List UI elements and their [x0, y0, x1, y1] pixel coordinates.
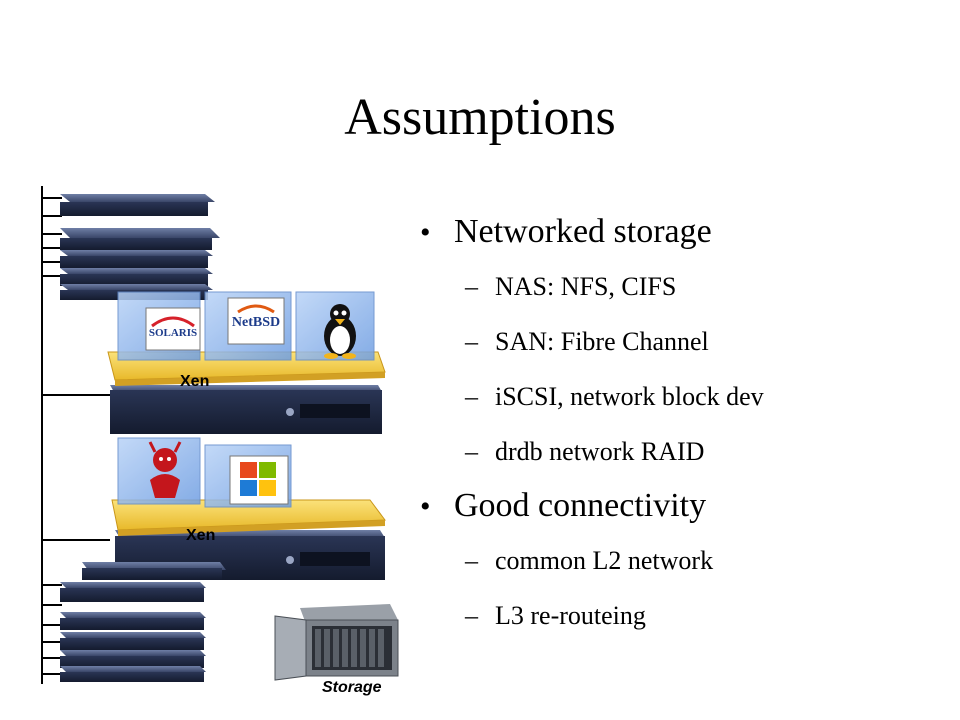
netbsd-logo-text: NetBSD	[232, 315, 280, 330]
bullet-item: •Good connectivity	[420, 479, 940, 533]
network-backbone	[41, 186, 110, 684]
sub-bullet-item: –L3 re-routeing	[420, 588, 940, 643]
bullet-text: Networked storage	[454, 213, 712, 250]
rack-server	[60, 268, 213, 286]
tux-penguin-icon	[324, 304, 356, 359]
sub-bullet-text: NAS: NFS, CIFS	[495, 272, 677, 301]
freebsd-daemon-icon	[148, 441, 182, 498]
sub-bullet-item: –common L2 network	[420, 533, 940, 588]
solaris-logo-text: SOLARIS	[149, 327, 197, 339]
xen-label: Xen	[186, 527, 215, 544]
rack-server	[60, 582, 206, 602]
sub-bullet-text: drdb network RAID	[495, 437, 705, 466]
storage-array	[274, 604, 399, 681]
rack-server	[60, 612, 206, 630]
storage-label: Storage	[322, 679, 382, 696]
xen-label: Xen	[180, 373, 209, 390]
rack-server	[82, 562, 226, 580]
sub-bullet-text: SAN: Fibre Channel	[495, 327, 709, 356]
xen-host-2: Xen	[111, 437, 386, 580]
slide-title: Assumptions	[344, 89, 616, 146]
vm-cube-linux	[295, 291, 375, 361]
rack-server	[60, 666, 206, 682]
rack-server	[60, 228, 220, 250]
rack-server	[60, 650, 206, 668]
bullet-item: •Networked storage	[420, 205, 940, 259]
sub-bullet-text: L3 re-routeing	[495, 601, 646, 630]
windows-logo-icon	[240, 462, 276, 496]
sub-bullet-item: –drdb network RAID	[420, 424, 940, 479]
xen-host-1: SOLARIS NetBSD Xen	[107, 291, 386, 434]
sub-bullet-item: –iSCSI, network block dev	[420, 369, 940, 424]
bullet-text: Good connectivity	[454, 487, 707, 524]
sub-bullet-item: –NAS: NFS, CIFS	[420, 259, 940, 314]
sub-bullet-text: iSCSI, network block dev	[495, 382, 764, 411]
rack-server	[60, 632, 206, 650]
vm-cube-solaris: SOLARIS	[117, 291, 201, 361]
vm-cube-freebsd	[117, 437, 201, 505]
bullet-list: •Networked storage –NAS: NFS, CIFS –SAN:…	[420, 205, 940, 643]
rack-server	[60, 250, 213, 268]
server-stack-top	[60, 194, 220, 300]
sub-bullet-text: common L2 network	[495, 546, 714, 575]
server-stack-bottom	[60, 562, 226, 682]
sub-bullet-item: –SAN: Fibre Channel	[420, 314, 940, 369]
server-diagram: SOLARIS NetBSD Xen	[41, 186, 399, 684]
rack-server	[60, 194, 215, 216]
vm-cube-windows	[204, 444, 292, 508]
vm-cube-netbsd: NetBSD	[204, 291, 292, 361]
